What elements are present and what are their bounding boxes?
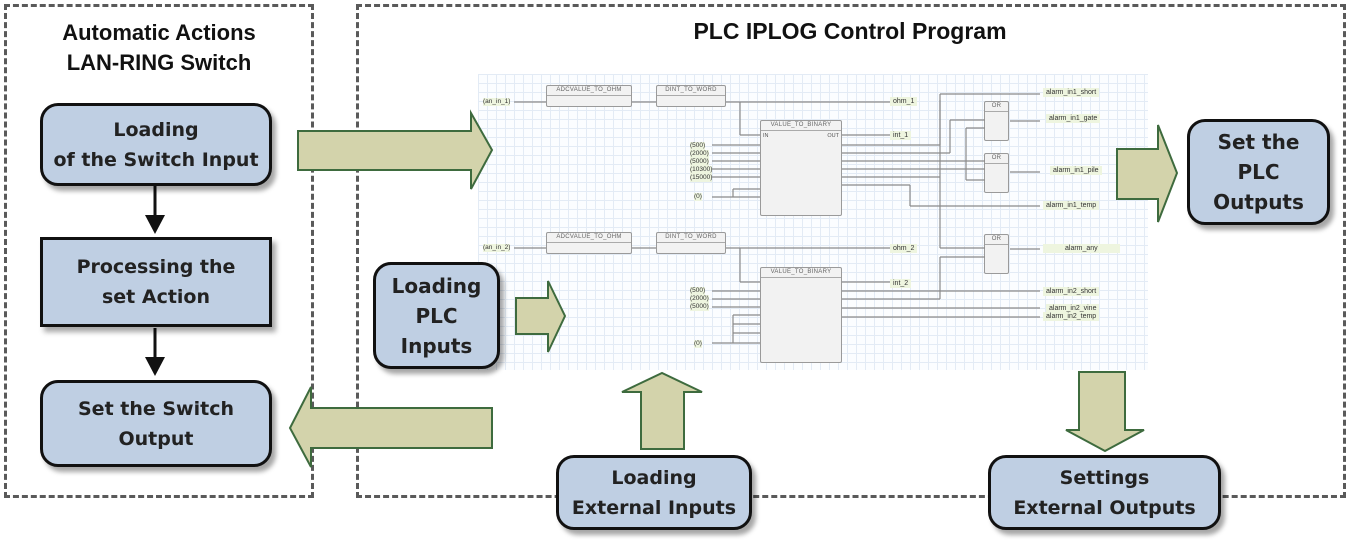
left-panel-title-line2: LAN-RING Switch xyxy=(66,50,252,75)
left-panel-title-line1: Automatic Actions xyxy=(62,20,256,45)
signal-int-2: int_2 xyxy=(890,279,912,288)
pin-in: IN xyxy=(763,133,769,139)
arrow-left-icon xyxy=(288,386,493,468)
rung2-const: (5000) xyxy=(690,303,709,311)
alarm-label: alarm_any xyxy=(1043,244,1120,253)
rung2-const: (500) xyxy=(690,287,706,295)
block-value-to-binary-1: VALUE_TO_BINARY IN OUT xyxy=(760,120,842,216)
arrow-down-icon xyxy=(1065,371,1145,453)
node-set-plc-outputs[interactable]: Set the PLC Outputs xyxy=(1187,119,1330,225)
ladder-diagram: (an_in_1) ADCVALUE_TO_OHM DINT_TO_WORD V… xyxy=(478,74,1148,370)
node-loading-external-inputs[interactable]: Loading External Inputs xyxy=(556,455,752,530)
block-title: DINT_TO_WORD xyxy=(657,233,725,243)
flow-arrows xyxy=(145,186,165,376)
block-title: OR xyxy=(985,102,1008,112)
block-value-to-binary-2: VALUE_TO_BINARY xyxy=(760,267,842,363)
block-dint-to-word-1: DINT_TO_WORD xyxy=(656,85,726,107)
ladder-wires xyxy=(514,93,1040,344)
or-block-3: OR xyxy=(984,234,1009,274)
signal-ohm-1: ohm_1 xyxy=(890,97,918,106)
or-block-1: OR xyxy=(984,101,1009,141)
alarm-label: alarm_in1_pile xyxy=(1050,166,1102,175)
node-loading-plc-inputs[interactable]: Loading PLC Inputs xyxy=(373,262,500,369)
block-adcvalue-to-ohm-2: ADCVALUE_TO_OHM xyxy=(546,232,632,254)
arrowhead-down-icon xyxy=(145,357,165,376)
block-title: ADCVALUE_TO_OHM xyxy=(547,233,631,243)
arrow-right-icon xyxy=(1116,124,1179,223)
rung2-const: (2000) xyxy=(690,295,709,303)
rung1-const: (2000) xyxy=(690,150,709,158)
pin-out: OUT xyxy=(827,133,839,139)
arrow-up-icon xyxy=(621,371,703,450)
alarm-label: alarm_in2_vine xyxy=(1046,304,1100,313)
node-processing-set-action[interactable]: Processing the set Action xyxy=(40,237,272,327)
alarm-label: alarm_in2_short xyxy=(1043,287,1100,296)
alarm-label: alarm_in1_gate xyxy=(1046,114,1101,123)
block-adcvalue-to-ohm-1: ADCVALUE_TO_OHM xyxy=(546,85,632,107)
left-panel-title: Automatic Actions LAN-RING Switch xyxy=(14,18,304,78)
arrowhead-down-icon xyxy=(145,215,165,234)
alarm-label: alarm_in1_temp xyxy=(1043,201,1100,210)
rung1-const: (10300) xyxy=(690,166,713,174)
rung1-const: (15000) xyxy=(690,174,713,182)
rung2-const: (0) xyxy=(694,340,702,348)
signal-ohm-2: ohm_2 xyxy=(890,244,918,253)
alarm-label: alarm_in2_temp xyxy=(1043,312,1100,321)
signal-int-1: int_1 xyxy=(890,131,912,140)
or-block-2: OR xyxy=(984,153,1009,193)
rung1-const: (500) xyxy=(690,142,706,150)
block-title: VALUE_TO_BINARY xyxy=(761,268,841,278)
node-loading-switch-input[interactable]: Loading of the Switch Input xyxy=(40,103,272,186)
rung2-input: (an_in_2) xyxy=(483,244,511,252)
arrow-right-icon xyxy=(515,280,567,353)
rung1-const: (0) xyxy=(694,193,702,201)
arrow-right-icon xyxy=(297,109,494,190)
node-settings-external-outputs[interactable]: Settings External Outputs xyxy=(988,455,1221,530)
block-arrows xyxy=(288,109,1179,468)
rung1-input: (an_in_1) xyxy=(483,98,511,106)
block-title: OR xyxy=(985,235,1008,245)
right-panel-title: PLC IPLOG Control Program xyxy=(693,18,1007,44)
left-panel-frame xyxy=(4,4,314,498)
alarm-label: alarm_in1_short xyxy=(1043,88,1100,97)
block-title: OR xyxy=(985,154,1008,164)
block-title: VALUE_TO_BINARY xyxy=(761,121,841,131)
right-panel-frame xyxy=(356,4,1346,498)
rung1-const: (5000) xyxy=(690,158,709,166)
block-dint-to-word-2: DINT_TO_WORD xyxy=(656,232,726,254)
block-title: DINT_TO_WORD xyxy=(657,86,725,96)
block-title: ADCVALUE_TO_OHM xyxy=(547,86,631,96)
node-set-switch-output[interactable]: Set the Switch Output xyxy=(40,380,272,467)
